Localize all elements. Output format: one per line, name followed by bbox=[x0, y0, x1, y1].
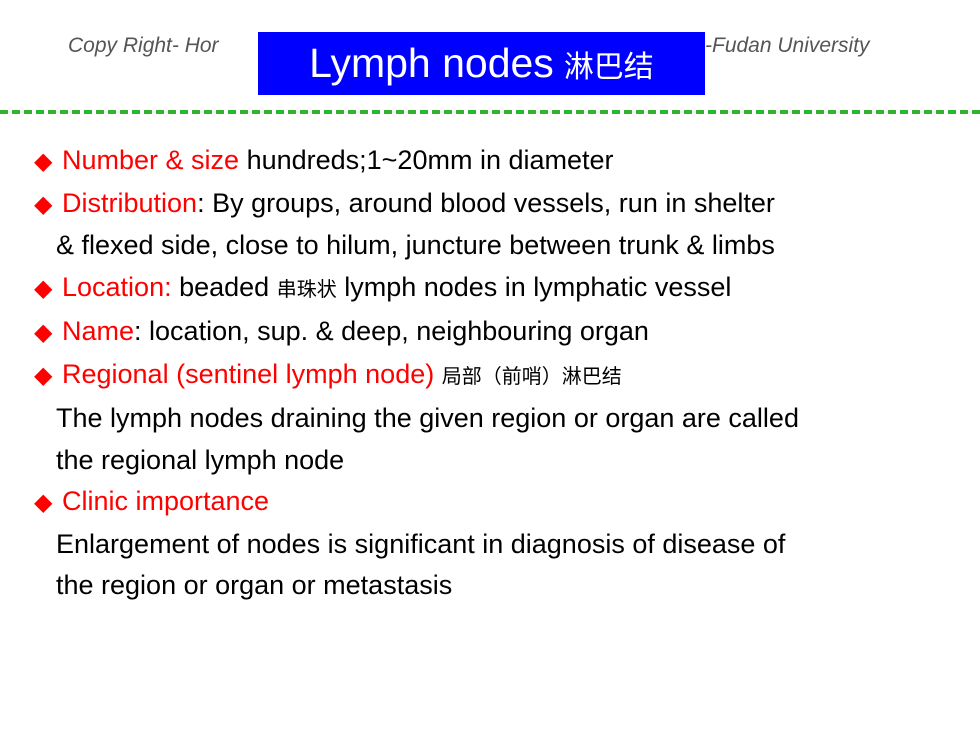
item-text-zh: 局部（前哨）淋巴结 bbox=[441, 365, 622, 388]
list-item: ◆ Number & size hundreds;1~20mm in diamet… bbox=[34, 140, 974, 183]
item-text: beaded bbox=[171, 271, 277, 302]
diamond-bullet-icon: ◆ bbox=[34, 274, 53, 302]
dashed-divider bbox=[0, 110, 980, 114]
list-item: ◆ Distribution: By groups, around blood v… bbox=[34, 183, 974, 226]
diamond-bullet-icon: ◆ bbox=[34, 148, 53, 175]
copyright-text-right: -Fudan University bbox=[705, 34, 870, 57]
bullet-list: ◆ Number & size hundreds;1~20mm in diamet… bbox=[34, 140, 974, 607]
item-text: : By groups, around blood vessels, run i… bbox=[197, 187, 775, 218]
item-continuation: & flexed side, close to hilum, juncture … bbox=[56, 230, 775, 260]
item-continuation: the region or organ or metastasis bbox=[56, 570, 453, 600]
diamond-bullet-icon: ◆ bbox=[34, 190, 53, 218]
diamond-bullet-icon: ◆ bbox=[34, 361, 53, 389]
item-term: Name bbox=[62, 316, 135, 346]
slide-title: Lymph nodes 淋巴结 bbox=[258, 32, 705, 95]
slide-title-zh: 淋巴结 bbox=[563, 50, 654, 84]
copyright-text-left: Copy Right- Hor bbox=[68, 34, 219, 57]
item-continuation: the regional lymph node bbox=[56, 444, 345, 475]
slide-title-en: Lymph nodes bbox=[309, 40, 554, 86]
item-text: hundreds;1~20mm in diameter bbox=[239, 145, 614, 175]
item-term: Number & size bbox=[62, 145, 240, 175]
item-term: Distribution bbox=[62, 187, 198, 218]
list-item: ◆ Clinic importance bbox=[34, 481, 974, 524]
item-text-zh: 串珠状 bbox=[276, 278, 337, 301]
item-continuation: Enlargement of nodes is significant in d… bbox=[56, 528, 786, 559]
list-item: ◆ Regional (sentinel lymph node) 局部（前哨）淋巴… bbox=[34, 354, 974, 399]
item-term: Regional (sentinel lymph node) bbox=[62, 358, 435, 389]
diamond-bullet-icon: ◆ bbox=[34, 319, 53, 346]
list-item: ◆ Name: location, sup. & deep, neighbouri… bbox=[34, 311, 974, 354]
item-term: Clinic importance bbox=[62, 486, 270, 516]
list-item: ◆ Location: beaded 串珠状 lymph nodes in lym… bbox=[34, 267, 974, 312]
item-continuation: The lymph nodes draining the given regio… bbox=[56, 403, 799, 433]
item-text: lymph nodes in lymphatic vessel bbox=[336, 271, 732, 302]
diamond-bullet-icon: ◆ bbox=[34, 489, 53, 516]
item-term: Location: bbox=[62, 271, 172, 302]
item-text: : location, sup. & deep, neighbouring or… bbox=[134, 316, 649, 346]
